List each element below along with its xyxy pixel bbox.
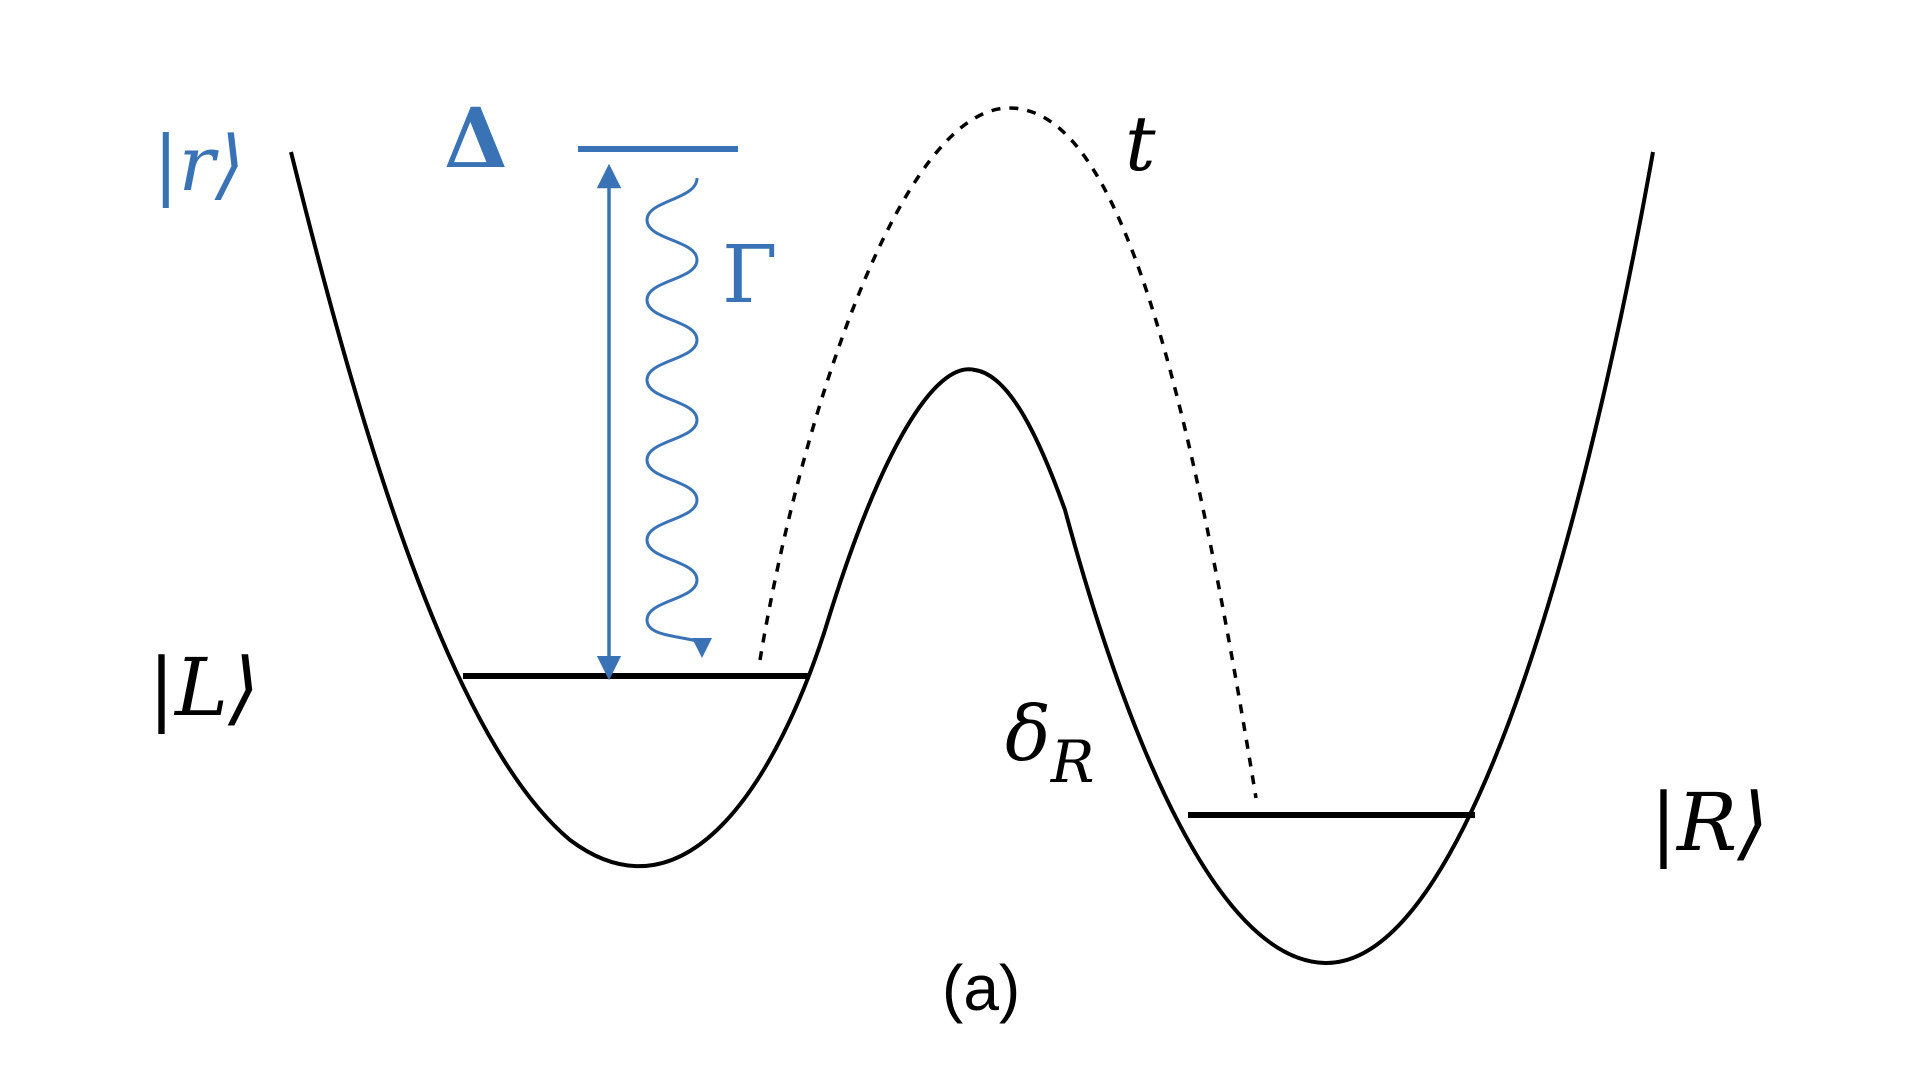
offset-label: δR bbox=[1005, 689, 1094, 796]
state-L-label: |L⟩ bbox=[148, 641, 259, 734]
state-r-label: |r⟩ bbox=[153, 119, 245, 208]
decay-wavy-arrow bbox=[645, 177, 704, 647]
decay-arrowhead bbox=[692, 638, 712, 658]
tunneling-label: t bbox=[1125, 99, 1156, 188]
detuning-label: Δ bbox=[444, 91, 508, 187]
offset-subscript: R bbox=[1050, 728, 1095, 796]
decay-label: Γ bbox=[722, 228, 778, 321]
state-R-label: |R⟩ bbox=[1650, 776, 1768, 869]
tunneling-dotted-arc bbox=[758, 106, 1258, 799]
figure-caption: (a) bbox=[942, 952, 1020, 1024]
double-well-potential-curve bbox=[289, 151, 1655, 966]
offset-symbol: δ bbox=[1005, 689, 1051, 778]
